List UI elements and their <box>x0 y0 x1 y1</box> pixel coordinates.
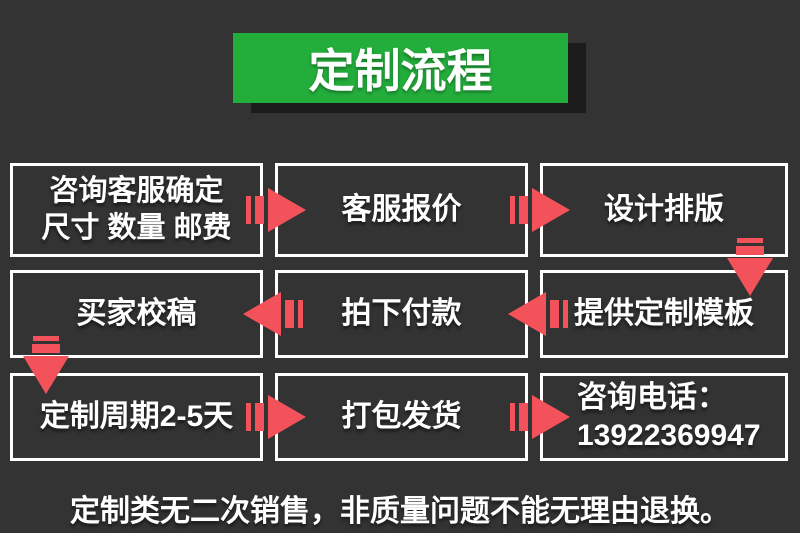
arrow-bar <box>737 238 763 243</box>
arrow-bar <box>33 336 59 341</box>
page-title: 定制流程 <box>308 45 493 97</box>
arrow-bar <box>510 403 515 431</box>
step-box-service-quote: 客服报价 <box>275 163 528 257</box>
arrow-head <box>727 258 773 296</box>
step-box-order-payment: 拍下付款 <box>275 270 528 358</box>
step-text: 定制周期2-5天 <box>39 399 234 433</box>
arrow-head <box>268 188 306 232</box>
arrow-right-icon <box>246 395 306 439</box>
step-box-consult-service: 咨询客服确定 尺寸 数量 邮费 <box>10 163 263 257</box>
arrow-bar <box>736 246 764 255</box>
step-text: 设计排版 <box>604 192 724 226</box>
arrow-left-icon <box>508 292 568 336</box>
arrow-bar <box>563 300 568 328</box>
arrow-right-icon <box>246 188 306 232</box>
arrow-right-icon <box>510 188 570 232</box>
arrow-bar <box>510 196 515 224</box>
arrow-right-icon <box>510 395 570 439</box>
arrow-left-icon <box>243 292 303 336</box>
arrow-head <box>23 356 69 394</box>
arrow-bar <box>32 344 60 353</box>
phone-label: 咨询电话： <box>577 380 727 414</box>
arrow-down-icon <box>23 336 69 394</box>
step-box-contact-phone: 咨询电话： 13922369947 <box>540 373 788 461</box>
arrow-bar <box>246 196 251 224</box>
arrow-bar <box>519 196 528 224</box>
arrow-bar <box>255 403 264 431</box>
title-banner: 定制流程 <box>233 33 568 103</box>
phone-number: 13922369947 <box>577 419 761 452</box>
arrow-bar <box>298 300 303 328</box>
arrow-bar <box>519 403 528 431</box>
step-text: 买家校稿 <box>76 296 197 330</box>
arrow-down-icon <box>727 238 773 296</box>
arrow-bar <box>255 196 264 224</box>
step-text: 拍下付款 <box>341 296 462 330</box>
flowchart-background: 定制流程 咨询客服确定 尺寸 数量 邮费 客服报价 设计排版 买家校稿 拍下付款… <box>0 0 800 533</box>
arrow-head <box>508 292 546 336</box>
step-box-pack-ship: 打包发货 <box>275 373 528 461</box>
step-text: 客服报价 <box>341 192 462 226</box>
arrow-bar <box>550 300 559 328</box>
arrow-bar <box>285 300 294 328</box>
arrow-head <box>268 395 306 439</box>
arrow-head <box>243 292 281 336</box>
step-text: 咨询客服确定 <box>49 174 224 207</box>
arrow-head <box>532 395 570 439</box>
footer-notice: 定制类无二次销售，非质量问题不能无理由退换。 <box>70 495 730 528</box>
arrow-head <box>532 188 570 232</box>
arrow-bar <box>246 403 251 431</box>
step-text: 打包发货 <box>341 399 462 433</box>
step-text: 提供定制模板 <box>574 296 754 330</box>
step-text: 尺寸 数量 邮费 <box>41 212 232 244</box>
